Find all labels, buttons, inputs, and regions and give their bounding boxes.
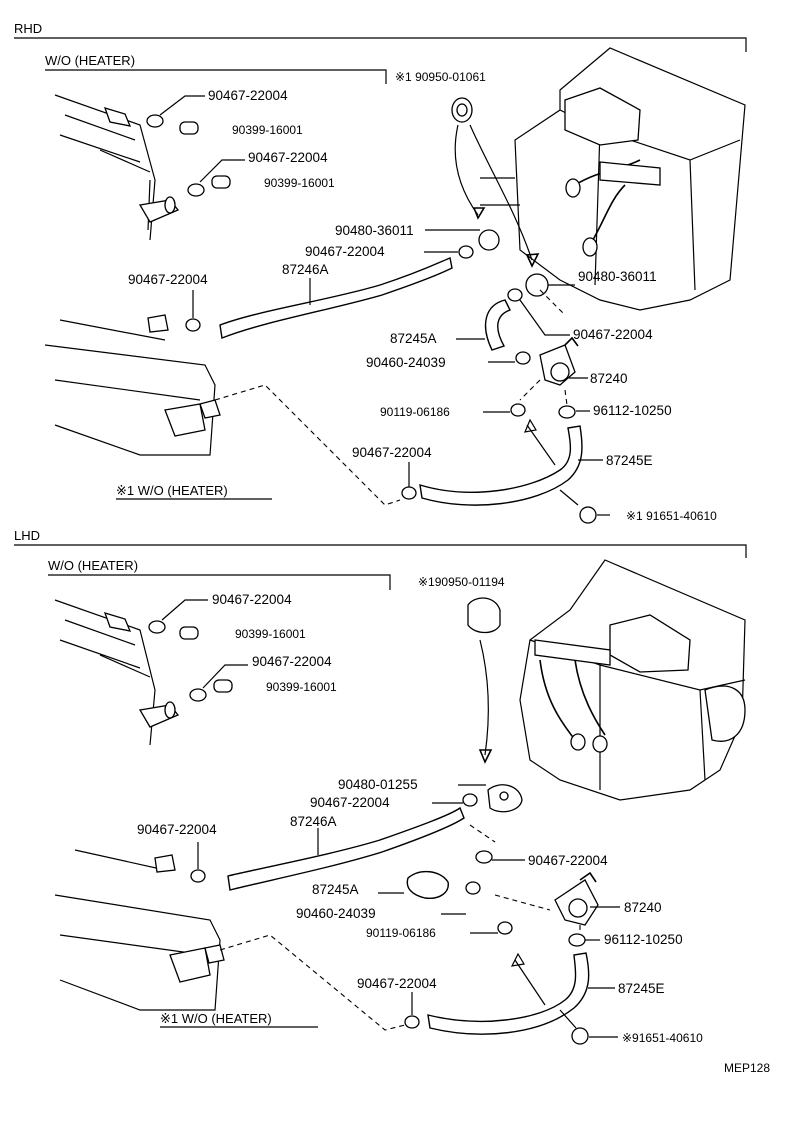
- rhd-heater-unit: [480, 47, 746, 311]
- lhd-footnote-label: ※1 W/O (HEATER): [160, 1011, 272, 1026]
- lhd-heater-unit: [519, 559, 746, 801]
- rhd-part-label: 87246A: [282, 262, 329, 277]
- rhd-dashed-lines: [214, 289, 579, 506]
- lhd-grommet: [467, 597, 501, 764]
- rhd-wo-heater-bracket: [45, 69, 387, 84]
- lhd-dashed-lines: [219, 824, 581, 1031]
- rhd-part-label: 90467-22004: [128, 272, 208, 287]
- lhd-wo-heater-label: W/O (HEATER): [48, 558, 138, 573]
- lhd-part-label: ※190950-01194: [418, 575, 505, 589]
- rhd-part-label: ※1 90950-01061: [395, 70, 486, 84]
- lhd-part-label: 90467-22004: [137, 822, 217, 837]
- rhd-section: RHD W/O (HEATER): [14, 21, 747, 524]
- rhd-part-label: 90480-36011: [335, 223, 414, 238]
- lhd-part-label: 90467-22004: [357, 976, 437, 991]
- rhd-part-label: 90119-06186: [380, 405, 450, 419]
- lhd-part-label: 87246A: [290, 814, 337, 829]
- rhd-tank-lower: [44, 314, 221, 456]
- lhd-part-label: 87245A: [312, 882, 359, 897]
- rhd-clamps: [146, 114, 597, 524]
- rhd-wo-heater-label: W/O (HEATER): [45, 53, 135, 68]
- rhd-footnote-label: ※1 W/O (HEATER): [116, 483, 228, 498]
- rhd-section-label: RHD: [14, 21, 42, 36]
- lhd-section-label: LHD: [14, 528, 40, 543]
- lhd-part-label: 90460-24039: [296, 906, 376, 921]
- lhd-part-label: 90119-06186: [366, 926, 436, 940]
- lhd-part-label: 90467-22004: [212, 592, 292, 607]
- rhd-leaders: [159, 95, 610, 516]
- rhd-part-label: 90467-22004: [248, 150, 328, 165]
- lhd-part-label: 90480-01255: [338, 777, 418, 792]
- rhd-part-label: 90467-22004: [573, 327, 653, 342]
- rhd-part-label: 90399-16001: [232, 123, 303, 137]
- lhd-part-label: 90467-22004: [528, 853, 608, 868]
- lhd-part-label: 90467-22004: [310, 795, 390, 810]
- lhd-clamps: [148, 620, 589, 1045]
- lhd-tank-lower: [54, 849, 225, 1011]
- rhd-part-label: 90399-16001: [264, 176, 335, 190]
- rhd-part-label: 87240: [590, 371, 628, 386]
- lhd-part-label: 90399-16001: [266, 680, 337, 694]
- lhd-part-label: 90467-22004: [252, 654, 332, 669]
- lhd-part-label: 87245E: [618, 981, 665, 996]
- lhd-radiator-upper: [54, 599, 180, 746]
- rhd-part-label: 90467-22004: [208, 88, 288, 103]
- lhd-part-label: 90399-16001: [235, 627, 306, 641]
- lhd-leaders: [161, 599, 620, 1038]
- lhd-part-label: 87240: [624, 900, 662, 915]
- lhd-part-label: 96112-10250: [604, 932, 683, 947]
- rhd-part-label: 90480-36011: [578, 269, 657, 284]
- rhd-part-label: ※1 91651-40610: [626, 509, 717, 523]
- rhd-bracket-line: [14, 37, 747, 52]
- rhd-part-label: 90467-22004: [305, 244, 385, 259]
- rhd-part-label: 90467-22004: [352, 445, 432, 460]
- rhd-grommet: [451, 97, 540, 268]
- rhd-hoses: [219, 257, 583, 506]
- lhd-wo-heater-bracket: [48, 574, 391, 590]
- rhd-part-label: 96112-10250: [593, 403, 672, 418]
- rhd-radiator-upper: [54, 94, 180, 241]
- lhd-section: LHD W/O (HEATER): [14, 528, 747, 1045]
- rhd-part-label: 90460-24039: [366, 355, 446, 370]
- diagram-code: MEP128: [724, 1061, 770, 1075]
- rhd-part-label: 87245E: [606, 453, 653, 468]
- lhd-bracket-line: [14, 544, 747, 558]
- lhd-hoses: [227, 806, 599, 1035]
- lhd-part-label: ※91651-40610: [622, 1031, 703, 1045]
- rhd-part-label: 87245A: [390, 331, 437, 346]
